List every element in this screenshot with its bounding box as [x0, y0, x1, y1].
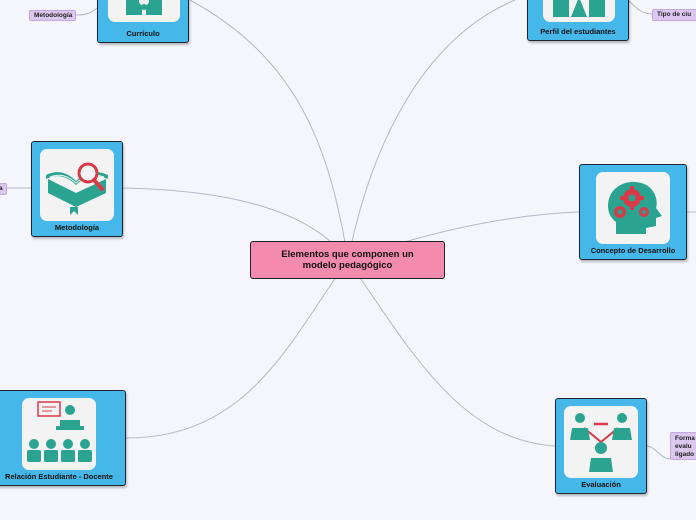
tag-formas-line-3: ligado: [675, 451, 695, 458]
node-evaluacion-label: Evaluación: [581, 480, 621, 489]
tag-formas-evaluacion[interactable]: Forma evalu ligado: [670, 432, 696, 460]
link-perfil: [347, 0, 516, 261]
tag-formas-line-1: Forma: [675, 435, 695, 442]
perfil-image: [543, 0, 615, 22]
node-evaluacion[interactable]: Evaluación: [555, 398, 647, 494]
central-topic-label: Elementos que componen un modelo pedagóg…: [281, 249, 414, 271]
tag-tipo-ciudadano[interactable]: Tipo de ciu: [652, 9, 696, 21]
link-tag-tipo: [627, 0, 653, 15]
link-curriculo: [189, 0, 349, 261]
node-perfil-label: Perfil del estudiantes: [540, 27, 616, 36]
tag-metodologia-left[interactable]: a: [0, 183, 7, 195]
node-metodologia-label: Metodología: [54, 223, 100, 232]
central-topic[interactable]: Elementos que componen un modelo pedagóg…: [250, 241, 445, 279]
relacion-image: [22, 398, 96, 470]
node-metodologia[interactable]: Metodología: [31, 141, 123, 237]
puzzle-icon: [126, 0, 162, 15]
tag-formas-line-2: evalu: [675, 443, 692, 450]
tag-metodologia-top[interactable]: Metodología: [29, 10, 76, 21]
link-relacion: [125, 259, 349, 439]
metodologia-image: [40, 149, 114, 221]
node-concepto-label: Concepto de Desarrollo: [590, 246, 676, 255]
node-relacion[interactable]: Relación Estudiante - Docente: [0, 390, 126, 486]
curriculo-image: [108, 0, 180, 22]
book-magnifier-icon: [46, 162, 108, 215]
node-perfil[interactable]: Perfil del estudiantes: [527, 0, 629, 41]
link-tag-evaluacion: [645, 445, 671, 460]
concepto-image: [596, 172, 670, 244]
evaluacion-image: [564, 406, 638, 478]
student-icon: [553, 0, 605, 17]
head-gears-icon: [608, 181, 662, 234]
node-curriculo[interactable]: Currículo: [97, 0, 189, 43]
node-concepto[interactable]: Concepto de Desarrollo: [579, 164, 687, 260]
link-tag-metodologia-top: [75, 7, 98, 16]
node-curriculo-label: Currículo: [126, 29, 160, 38]
link-evaluacion: [347, 259, 556, 447]
classroom-icon: [27, 401, 92, 462]
node-relacion-label: Relación Estudiante - Docente: [5, 472, 113, 481]
network-people-icon: [570, 413, 632, 472]
